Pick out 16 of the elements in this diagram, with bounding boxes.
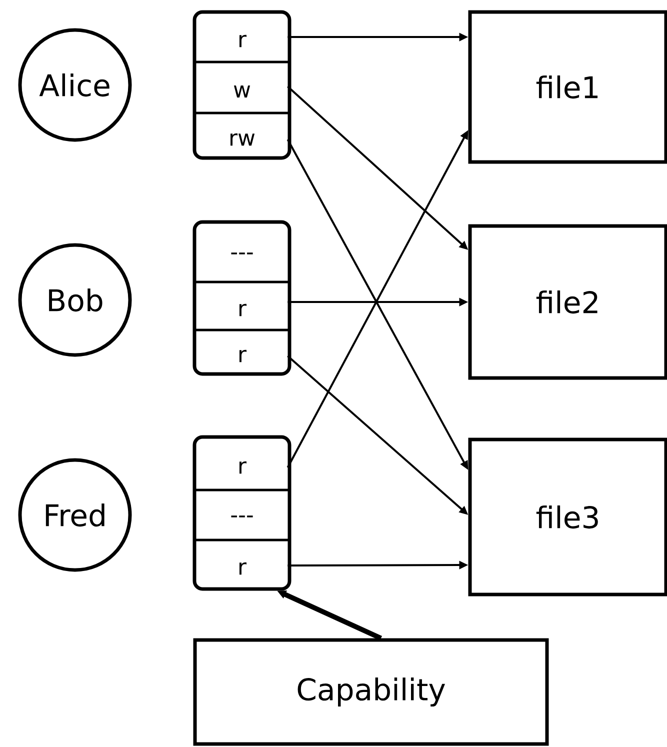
list-cell: --- xyxy=(231,516,253,518)
file-box: file3 xyxy=(468,438,667,596)
list-cell: w xyxy=(234,86,250,98)
capability-list xyxy=(192,220,292,376)
file-box: file1 xyxy=(468,10,667,164)
capability-box: Capability xyxy=(193,638,549,746)
list-cell: r xyxy=(239,562,246,575)
capability-list xyxy=(192,435,292,591)
file-box: file2 xyxy=(468,224,667,380)
list-cell: r xyxy=(239,350,246,362)
list-cell: rw xyxy=(230,133,255,146)
list-cell: --- xyxy=(231,252,253,254)
capability-list xyxy=(192,10,292,160)
list-cell: r xyxy=(239,34,246,48)
list-cell: r xyxy=(239,461,246,474)
list-cell: r xyxy=(239,304,246,316)
